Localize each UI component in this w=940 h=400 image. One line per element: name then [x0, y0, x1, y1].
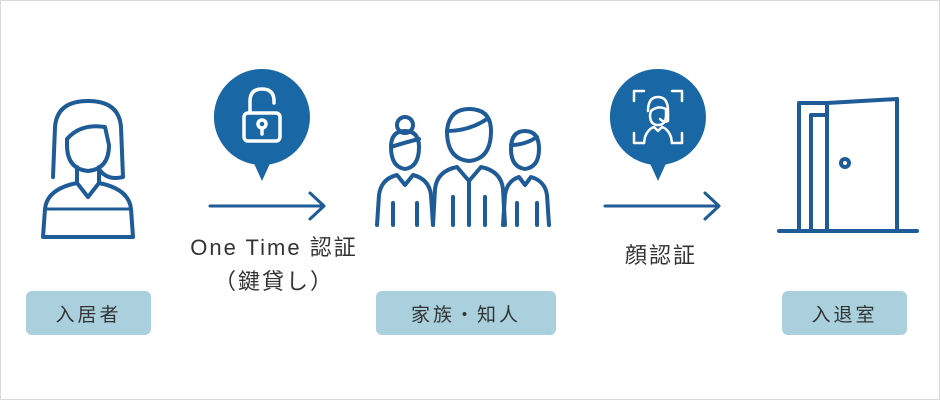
right-arrow-icon: [208, 191, 326, 221]
entry-label: 入退室: [811, 304, 878, 326]
resident-tag: 入居者: [26, 291, 151, 335]
face-scan-icon: [609, 69, 706, 181]
onetime-auth-label: One Time 認証 （鍵貸し）: [161, 231, 387, 299]
right-arrow-icon: [603, 191, 721, 221]
entry-tag: 入退室: [782, 291, 907, 335]
resident-label: 入居者: [55, 304, 122, 326]
family-label: 家族・知人: [410, 304, 521, 326]
family-tag: 家族・知人: [376, 291, 556, 335]
face-auth-text: 顔認証: [624, 243, 697, 268]
onetime-auth-line2: （鍵貸し）: [213, 269, 334, 294]
family-group-icon: [375, 107, 551, 227]
onetime-auth-line1: One Time 認証: [190, 235, 358, 260]
open-door-icon: [777, 97, 919, 233]
unlocked-padlock-icon: [213, 69, 310, 181]
face-auth-label: 顔認証: [606, 239, 716, 273]
person-icon: [41, 99, 135, 239]
